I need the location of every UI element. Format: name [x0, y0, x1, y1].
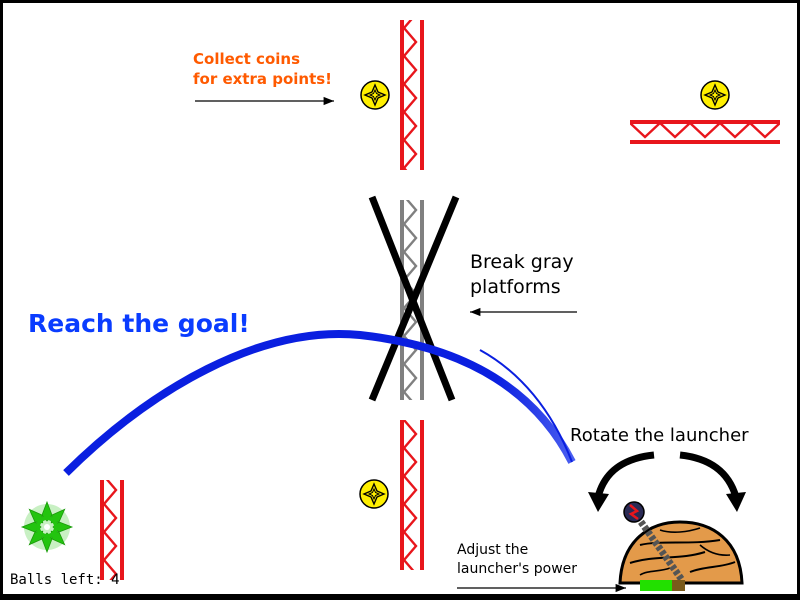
balls-left-counter: Balls left: 4: [10, 572, 120, 588]
trajectory-tail: [479, 349, 573, 463]
rotate-hint-text: Rotate the launcher: [570, 425, 749, 446]
coins-hint-line-1: Collect coins: [193, 50, 300, 68]
ball-icon: [623, 501, 645, 523]
x-cross-icon: [368, 195, 460, 402]
green-spiral-goal-icon[interactable]: [20, 500, 74, 554]
red-girder-top: [400, 20, 424, 170]
power-hint-text: Adjust the launcher's power: [457, 541, 577, 579]
power-bar[interactable]: [640, 580, 685, 591]
curved-arrows-icon[interactable]: [588, 451, 746, 512]
goal-hint-text: Reach the goal!: [28, 309, 250, 338]
trajectory-arc: [63, 330, 576, 476]
launcher-barrel[interactable]: [631, 509, 685, 583]
red-girder-horizontal: [630, 120, 780, 144]
star-coin-icon[interactable]: [359, 479, 389, 509]
gray-hint-line-1: Break gray: [470, 251, 574, 273]
star-coin-icon[interactable]: [360, 80, 390, 110]
red-girder-bottom-center: [400, 420, 424, 570]
power-hint-line-2: launcher's power: [457, 561, 578, 577]
power-hint-line-1: Adjust the: [457, 542, 529, 558]
coins-hint-line-2: for extra points!: [193, 70, 333, 88]
gray-hint-line-2: platforms: [470, 276, 561, 298]
power-bar-fill: [640, 580, 672, 591]
red-girder-bottom-left: [100, 480, 124, 580]
coins-hint-text: Collect coins for extra points!: [193, 49, 332, 89]
gray-hint-text: Break gray platforms: [470, 250, 574, 300]
star-coin-icon[interactable]: [700, 80, 730, 110]
